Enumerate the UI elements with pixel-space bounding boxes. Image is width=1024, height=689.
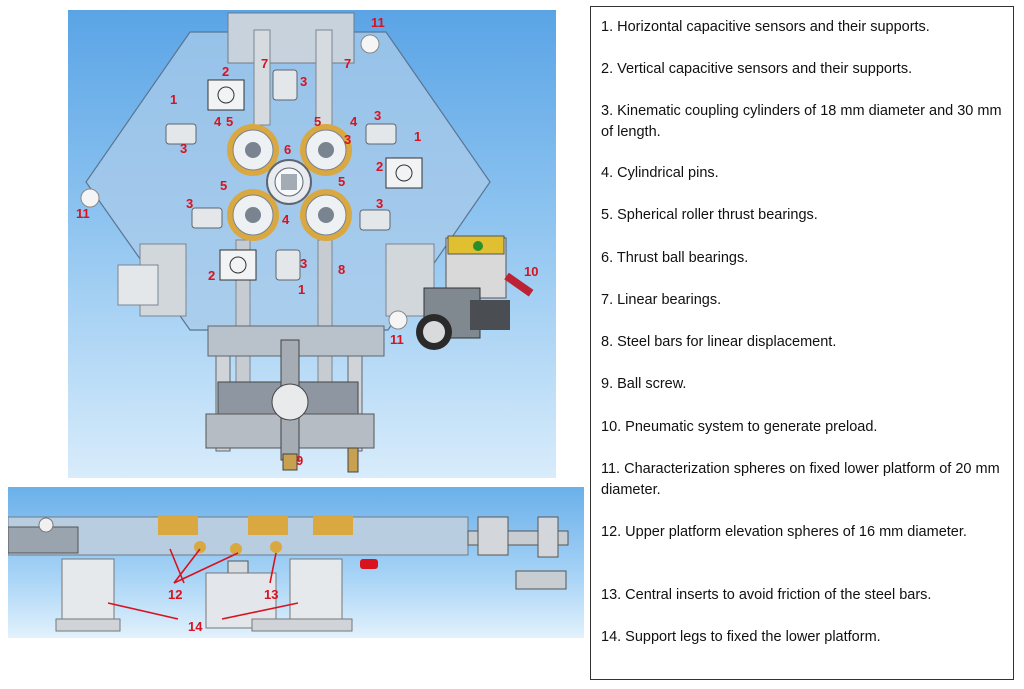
legend-item-11: 11. Characterization spheres on fixed lo… <box>601 461 1000 498</box>
air-fitting <box>347 447 359 473</box>
callout-1-right: 1 <box>414 129 421 144</box>
callout-4-center: 4 <box>282 212 290 227</box>
callout-2-top: 2 <box>222 64 229 79</box>
top-view-drawing: 11 7 7 2 3 1 3 4 5 5 4 1 3 6 2 5 5 11 3 … <box>76 12 538 473</box>
callout-6: 6 <box>284 142 291 157</box>
callout-14: 14 <box>188 619 203 634</box>
pneumatic-system <box>416 235 534 350</box>
callout-4-right: 4 <box>350 114 358 129</box>
legend-item-9: 9. Ball screw. <box>601 376 687 392</box>
callout-1-bottom: 1 <box>298 282 305 297</box>
callout-5-bottom-right: 5 <box>338 174 345 189</box>
callout-2-bottom: 2 <box>208 268 215 283</box>
screw-nut <box>271 383 309 421</box>
legend-item-13: 13. Central inserts to avoid friction of… <box>601 587 932 603</box>
callout-3-top: 3 <box>300 74 307 89</box>
legend-item-8: 8. Steel bars for linear displacement. <box>601 334 837 350</box>
top-view-image: 11 7 7 2 3 1 3 4 5 5 4 1 3 6 2 5 5 11 3 … <box>68 10 556 478</box>
rod-end <box>537 516 559 558</box>
side-view-image: 12 13 14 <box>8 487 584 638</box>
bearing-side-3 <box>313 515 353 535</box>
callout-13: 13 <box>264 587 278 602</box>
callout-7-left: 7 <box>261 56 268 71</box>
callout-5-top-left: 5 <box>226 114 233 129</box>
callout-2-right: 2 <box>376 159 383 174</box>
legend-item-10: 10. Pneumatic system to generate preload… <box>601 419 878 435</box>
thrust-ball-bearing <box>266 159 312 205</box>
legend-item-3: 3. Kinematic coupling cylinders of 18 mm… <box>601 103 1002 140</box>
linear-bearing-left <box>253 29 271 126</box>
bearing-side-1 <box>158 515 198 535</box>
support-leg-right-foot <box>251 618 353 632</box>
pneumatic-fitting <box>515 570 567 590</box>
callout-3-extra: 3 <box>344 132 351 147</box>
sphere-top-right <box>360 34 380 54</box>
linear-bearing-right <box>315 29 333 126</box>
sphere-bottom-right <box>388 310 408 330</box>
bearing-side-2 <box>248 515 288 535</box>
sphere-left-side <box>38 517 54 533</box>
callout-12: 12 <box>168 587 182 602</box>
elevation-sphere-3 <box>270 541 282 553</box>
legend-item-5: 5. Spherical roller thrust bearings. <box>601 207 818 223</box>
callout-1-left: 1 <box>170 92 177 107</box>
callout-8: 8 <box>338 262 345 277</box>
kinematic-cylinders <box>165 69 397 281</box>
screw-end <box>282 453 298 471</box>
legend-item-6: 6. Thrust ball bearings. <box>601 250 749 266</box>
callout-11-left: 11 <box>76 206 90 221</box>
callout-4-left: 4 <box>214 114 222 129</box>
callout-3-left-bottom: 3 <box>186 196 193 211</box>
legend-item-2: 2. Vertical capacitive sensors and their… <box>601 61 913 77</box>
support-leg-right <box>289 558 343 622</box>
legend-item-7: 7. Linear bearings. <box>601 292 722 308</box>
callout-5-top-right: 5 <box>314 114 321 129</box>
legend-item-12: 12. Upper platform elevation spheres of … <box>601 524 967 540</box>
callout-9: 9 <box>296 453 303 468</box>
support-leg-left-foot <box>55 618 121 632</box>
callout-7-right: 7 <box>344 56 351 71</box>
bearing-bottom-right <box>300 189 352 241</box>
bearing-bottom-left <box>227 189 279 241</box>
elevation-sphere-2 <box>230 543 242 555</box>
support-leg-left <box>61 558 115 622</box>
callout-3-left-top: 3 <box>180 141 187 156</box>
callout-10: 10 <box>524 264 538 279</box>
side-view-drawing: 12 13 14 <box>8 515 569 634</box>
legend-item-1: 1. Horizontal capacitive sensors and the… <box>601 19 930 35</box>
left-bracket <box>117 264 159 306</box>
legend-item-14: 14. Support legs to fixed the lower plat… <box>601 629 881 645</box>
bearing-top-right <box>300 124 352 176</box>
rod-clamp <box>477 516 509 556</box>
callout-arrows <box>107 548 299 620</box>
bearing-top-left <box>227 124 279 176</box>
callout-5-bottom-left: 5 <box>220 178 227 193</box>
steel-bar-right <box>317 239 333 391</box>
callout-11-bottom: 11 <box>390 332 404 347</box>
vertical-sensors <box>207 79 423 281</box>
callout-3-right-top: 3 <box>374 108 381 123</box>
sphere-left <box>80 188 100 208</box>
legend-box: 1. Horizontal capacitive sensors and the… <box>590 6 1014 680</box>
callout-11-top: 11 <box>371 15 385 30</box>
callout-3-bottom: 3 <box>300 256 307 271</box>
rear-block <box>227 12 355 64</box>
legend-item-4: 4. Cylindrical pins. <box>601 165 719 181</box>
elevation-sphere-1 <box>194 541 206 553</box>
callout-3-right-bottom: 3 <box>376 196 383 211</box>
valve-handle <box>360 559 378 569</box>
